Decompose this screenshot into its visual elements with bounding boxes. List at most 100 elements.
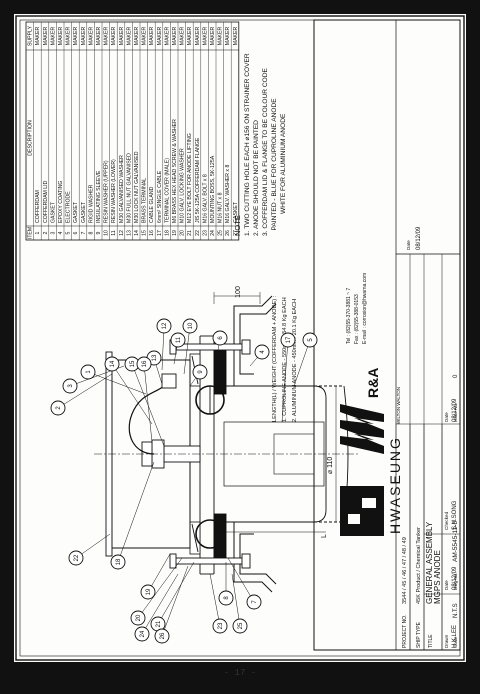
balloon-number: 12: [162, 322, 168, 329]
table-cell-description: RESIN WASHER (LOWER): [111, 159, 117, 223]
table-cell-supply: MAKER: [218, 27, 224, 46]
note-line-5: WHITE FOR ALUMINIUM ANODE: [280, 113, 287, 236]
table-cell-supply: MAKER: [149, 27, 155, 46]
balloon-circle: [302, 332, 318, 348]
balloon-number: 20: [136, 614, 142, 621]
table-cell-description: 6mm² SINGLE CABLE: [157, 170, 163, 223]
balloon-number: 13: [152, 354, 158, 361]
table-cell-supply: MAKER: [180, 27, 186, 46]
balloon-circle: [232, 618, 248, 634]
table-cell-item: 6: [73, 231, 79, 234]
balloon-number: 1: [86, 370, 92, 374]
balloon-leader: [111, 363, 153, 425]
table-cell-supply: MAKER: [233, 27, 239, 46]
table-cell-item: 12: [119, 230, 125, 236]
balloon-circle: [212, 618, 228, 634]
project-no: 3544 / 45 / 46 / 47 / 48 / 49: [402, 537, 408, 604]
table-cell-description: M30 GALVANISED WASHER: [119, 155, 125, 223]
length-weight-block: LENGTH(L) / WEIGHT (COFFERDAM + ANODE) :…: [272, 295, 298, 422]
assembly-view: 100 ⌀ 110 L: [94, 286, 359, 593]
table-cell-description: M30 FULL NUT GALVANISED: [126, 153, 132, 223]
balloon-circle: [182, 318, 198, 334]
balloon-leader: [157, 561, 195, 625]
scale-label: Scale: [453, 636, 458, 648]
table-cell-item: 20: [180, 230, 186, 236]
table-cell-item: 18: [164, 230, 170, 236]
table-cell-description: GASKET: [81, 201, 87, 223]
table-cell-item: 26: [225, 230, 231, 236]
balloon-circle: [130, 610, 146, 626]
table-cell-item: 27: [233, 230, 239, 236]
company-fax: Fax : (82)55-388-0153: [354, 294, 360, 344]
cable: [128, 385, 165, 455]
balloon-circle: [134, 626, 150, 642]
note-line-1: 1. TWO CUTTING HOLE EACH ⌀156 ON STRAINE…: [244, 53, 251, 236]
table-cell-description: M10 GALV. LOCKING WASHER: [180, 148, 186, 223]
dimension-length-value: L: [321, 534, 328, 538]
balloon-leader: [183, 325, 191, 375]
table-cell-item: 3: [50, 231, 56, 234]
table-cell-supply: MAKER: [111, 27, 117, 46]
table-cell-description: RIGID WASHER: [88, 184, 94, 223]
table-cell-supply: MAKER: [202, 27, 208, 46]
table-cell-description: GASKET: [233, 201, 239, 223]
table-cell-description: MOUNTING BOSS, 5K-125A: [210, 155, 216, 223]
table-cell-item: 9: [96, 231, 102, 234]
table-cell-supply: MAKER: [88, 27, 94, 46]
company-logo: R&A HWASEUNG WILTON WALTON Tel : (82)55-…: [340, 273, 403, 536]
balloon-circle: [68, 550, 84, 566]
table-cell-supply: MAKER: [35, 27, 41, 46]
table-cell-item: 21: [187, 230, 193, 236]
balloon-leader: [87, 371, 147, 395]
table-cell-supply: MAKER: [134, 27, 140, 46]
ship-type: 45K Product / Chemical Tanker: [416, 527, 422, 604]
balloon-circle: [62, 378, 78, 394]
table-cell-item: 19: [172, 230, 178, 236]
notes-heading: NOTE: [233, 215, 242, 236]
table-cell-item: 10: [104, 230, 110, 236]
balloon-circle: [192, 364, 208, 380]
title-line-1: GENERAL ASSEMBLY: [425, 521, 434, 604]
note-line-2: 2. ANODE SHOULD NOT BE PAINTED: [253, 120, 260, 236]
balloon-number: 24: [140, 630, 146, 637]
balloon-number: 22: [74, 554, 80, 561]
date-drawn: 08/12/09: [452, 566, 458, 590]
note-line-3: 3. COFFERDAM LID & FLANGE TO BE COLOUR C…: [262, 67, 269, 236]
balloon-number: 17: [286, 336, 292, 343]
technical-drawing: ITEMDESCRIPTIONSUPPLY1COFFERDAMMAKER2COF…: [15, 15, 465, 661]
sheet-border: [15, 15, 465, 661]
table-cell-supply: MAKER: [50, 27, 56, 46]
date-label-3: Date: [406, 240, 411, 250]
table-cell-description: GASKET: [73, 201, 79, 223]
balloon-leader: [117, 461, 155, 563]
dwg-no-label: Dwg No.: [453, 572, 458, 590]
balloon-leader: [161, 565, 189, 637]
table-cell-description: JIS 5K-125A COFFERDAM FLANGE: [195, 137, 201, 223]
company-subtitle: R&A: [365, 368, 381, 398]
balloon-leader: [143, 363, 153, 443]
table-cell-item: 5: [66, 231, 72, 234]
table-cell-supply: MAKER: [172, 27, 178, 46]
balloon-circle: [80, 364, 96, 380]
table-cell-supply: MAKER: [210, 27, 216, 46]
balloon-circle: [212, 330, 228, 346]
table-header-description: DESCRIPTION: [28, 120, 34, 156]
table-cell-supply: MAKER: [187, 27, 193, 46]
table-cell-description: M12 EYE BOLT FOR ANODE LIFTING: [187, 133, 193, 223]
parts-table: ITEMDESCRIPTIONSUPPLY1COFFERDAMMAKER2COF…: [25, 21, 240, 241]
dwg-no: AM-5545-11-5: [452, 521, 459, 562]
table-cell-item: 13: [126, 230, 132, 236]
table-cell-description: ELECTRODE: [66, 191, 72, 223]
page-number: - 17 -: [223, 668, 257, 678]
balloon-circle: [254, 344, 270, 360]
note-line-4: PAINTED - BLUE FOR CUPROLINE ANODE: [271, 98, 278, 236]
table-cell-description: RESIN WASHER (UPPER): [104, 160, 110, 223]
ship-type-row: SHIP TYPE 45K Product / Chemical Tanker: [416, 527, 422, 648]
title-line-2: MGPS ANODE: [433, 550, 442, 604]
date-top-row: Date 08/12/09: [406, 226, 422, 250]
balloon-circle: [104, 356, 120, 372]
balloon-number: 26: [160, 632, 166, 639]
checked-value: S.H.SONG: [452, 500, 458, 530]
